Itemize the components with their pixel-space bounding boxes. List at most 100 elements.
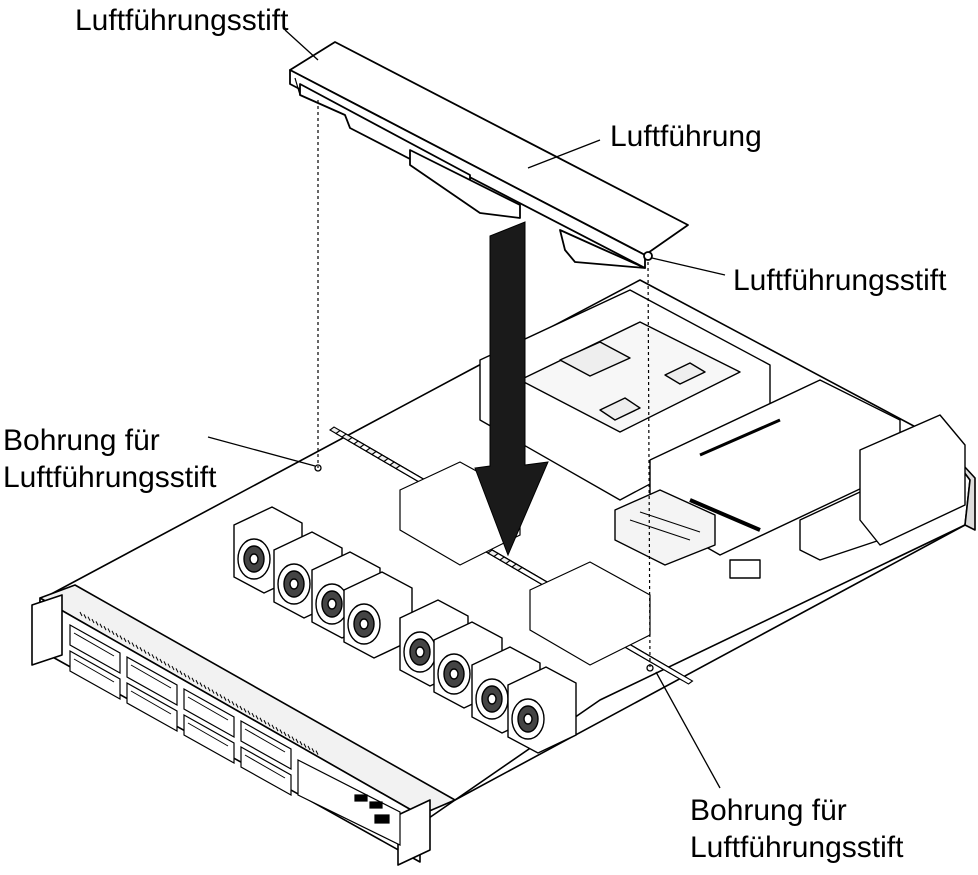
chassis-front-edge	[454, 524, 966, 801]
drive-bay-handle	[187, 696, 229, 721]
baffle-edge-detail	[294, 77, 301, 96]
label-hole-bottom-line1: Bohrung für	[690, 794, 847, 827]
vent-mark	[107, 628, 111, 633]
vent-mark	[271, 724, 275, 730]
vent-mark	[167, 663, 171, 668]
vent-mark	[115, 632, 119, 638]
riser-vent-2	[664, 362, 706, 385]
vent-mark	[303, 743, 307, 748]
hdd-bays	[69, 611, 319, 797]
drive-bay	[69, 649, 121, 701]
vent-mark	[247, 710, 251, 715]
front-bezel-cap-left	[31, 594, 63, 666]
psu-block	[859, 414, 966, 546]
vent-mark	[179, 670, 183, 675]
vent-mark	[151, 654, 155, 659]
fan-row	[233, 506, 577, 754]
vent-mark	[127, 639, 131, 645]
drive-bay-handle	[73, 632, 115, 657]
drive-bay	[126, 655, 178, 707]
vent-mark	[231, 701, 235, 706]
drive-bay-handle	[244, 728, 286, 753]
vent-mark	[195, 679, 199, 685]
usb-port-2	[369, 801, 383, 809]
drive-bay	[240, 745, 292, 797]
drive-bay-handle	[130, 690, 172, 715]
drive-bay	[240, 719, 292, 771]
vent-mark	[111, 630, 115, 636]
drive-bay	[183, 713, 235, 765]
leader-hole-left	[207, 436, 316, 467]
riser-vent-3	[599, 397, 641, 421]
vent-mark	[279, 729, 283, 734]
vent-mark	[163, 661, 167, 666]
vent-mark	[275, 726, 279, 732]
fan-center	[487, 693, 497, 705]
vent-mark	[239, 705, 243, 711]
front-bezel-cap-right	[397, 799, 431, 866]
module-detail-2	[639, 511, 701, 533]
baffle-underside-2	[409, 149, 521, 219]
leader-lines	[207, 29, 726, 789]
vent-mark	[79, 611, 83, 617]
module-detail-1	[629, 519, 691, 541]
vent-mark	[223, 696, 227, 701]
vent-mark	[263, 719, 267, 725]
label-hole-left-line2: Luftführungsstift	[3, 461, 217, 494]
vent-mark	[299, 741, 303, 746]
riser-vent-1	[559, 341, 631, 377]
label-pin-top-left: Luftführungsstift	[75, 4, 289, 37]
vent-mark	[147, 651, 151, 657]
vent-mark	[215, 691, 219, 697]
vent-mark	[251, 712, 255, 718]
leader-hole-bottom	[655, 671, 721, 789]
vent-mark	[159, 658, 163, 664]
label-hole-bottom-line2: Luftführungsstift	[690, 831, 904, 864]
vent-mark	[259, 717, 263, 722]
baffle-underside-3	[559, 229, 646, 269]
front-panel	[297, 759, 401, 846]
drive-bay-handle	[244, 754, 286, 779]
label-air-baffle: Luftführung	[610, 120, 762, 153]
vent-mark	[87, 616, 91, 621]
vent-mark	[175, 668, 179, 673]
drive-bay-handle	[187, 722, 229, 747]
vent-mark	[311, 748, 315, 753]
vent-mark	[235, 703, 239, 708]
label-pin-right: Luftführungsstift	[733, 264, 947, 297]
drive-bay	[69, 623, 121, 675]
vent-mark	[199, 682, 203, 687]
fan-center	[523, 713, 533, 725]
drive-bay-handle	[130, 664, 172, 689]
leader-air-baffle	[527, 139, 601, 169]
vent-mark	[211, 689, 215, 694]
riser-slot-line	[699, 418, 781, 457]
vent-mark	[307, 745, 311, 751]
down-arrow	[474, 221, 549, 557]
vent-mark	[123, 637, 127, 643]
fan-center	[449, 668, 459, 680]
vent-mark	[187, 675, 191, 680]
vent-mark	[267, 722, 271, 727]
leader-pin-top-left	[284, 29, 319, 61]
fan-center	[327, 598, 337, 610]
fan-center	[289, 578, 299, 590]
vent-mark	[295, 738, 299, 744]
vent-mark	[83, 614, 87, 619]
vent-mark	[171, 665, 175, 671]
pcb-module	[614, 489, 716, 566]
alignment-line-right	[647, 261, 651, 669]
vent-mark	[207, 686, 211, 692]
drive-bay	[126, 681, 178, 733]
label-hole-left-line1: Bohrung für	[3, 424, 160, 457]
vent-mark	[143, 649, 147, 654]
vent-mark	[291, 736, 295, 741]
cable-1	[689, 498, 761, 532]
riser-cages	[479, 289, 966, 579]
vent-mark	[99, 623, 103, 628]
baffle-front-face	[289, 69, 646, 269]
vent-mark	[255, 715, 259, 720]
vent-mark	[203, 684, 207, 690]
